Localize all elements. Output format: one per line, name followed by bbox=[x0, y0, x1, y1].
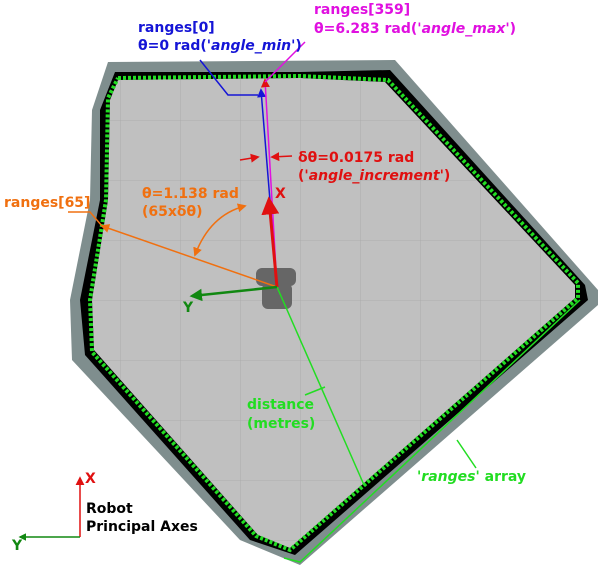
legend-title-line1: Robot bbox=[86, 501, 133, 517]
ranges-array-label: 'ranges' array bbox=[417, 469, 526, 485]
increment-arrow-right bbox=[270, 152, 293, 162]
robot-y-label: Y bbox=[182, 300, 194, 316]
floor-grid bbox=[92, 78, 575, 548]
increment-value: δθ=0.0175 rad bbox=[298, 150, 414, 166]
ranges65-title: ranges[65] bbox=[4, 195, 90, 211]
ranges359-leader bbox=[264, 41, 306, 83]
theta65-expression: (65xδθ) bbox=[142, 204, 203, 220]
ranges-array-leader bbox=[456, 439, 477, 469]
robot-y-axis bbox=[189, 285, 278, 302]
ranges65-leader bbox=[68, 211, 103, 227]
legend-title-line2: Principal Axes bbox=[86, 519, 198, 535]
ranges-array-bracket bbox=[283, 299, 581, 563]
legend-x-label: X bbox=[85, 471, 96, 487]
ranges0-theta: θ=0 rad('angle_min') bbox=[138, 38, 302, 54]
legend-y-label: Y bbox=[11, 538, 23, 554]
robot-x-label: X bbox=[275, 186, 286, 202]
increment-arrow-left bbox=[239, 153, 260, 163]
ranges65-ray bbox=[100, 224, 278, 288]
distance-leader bbox=[304, 386, 326, 396]
scan-points bbox=[87, 73, 580, 553]
distance-ray bbox=[276, 286, 365, 486]
theta65-value: θ=1.138 rad bbox=[142, 186, 239, 202]
increment-name: ('angle_increment') bbox=[298, 168, 450, 184]
ranges0-leader bbox=[199, 59, 258, 96]
robot-x-axis bbox=[261, 196, 280, 288]
distance-label: distance bbox=[247, 397, 314, 413]
ranges0-title: ranges[0] bbox=[138, 20, 215, 36]
ranges359-theta: θ=6.283 rad('angle_max') bbox=[314, 21, 516, 37]
theta65-arc bbox=[193, 203, 247, 257]
distance-units: (metres) bbox=[247, 416, 315, 432]
ranges359-title: ranges[359] bbox=[314, 2, 410, 18]
